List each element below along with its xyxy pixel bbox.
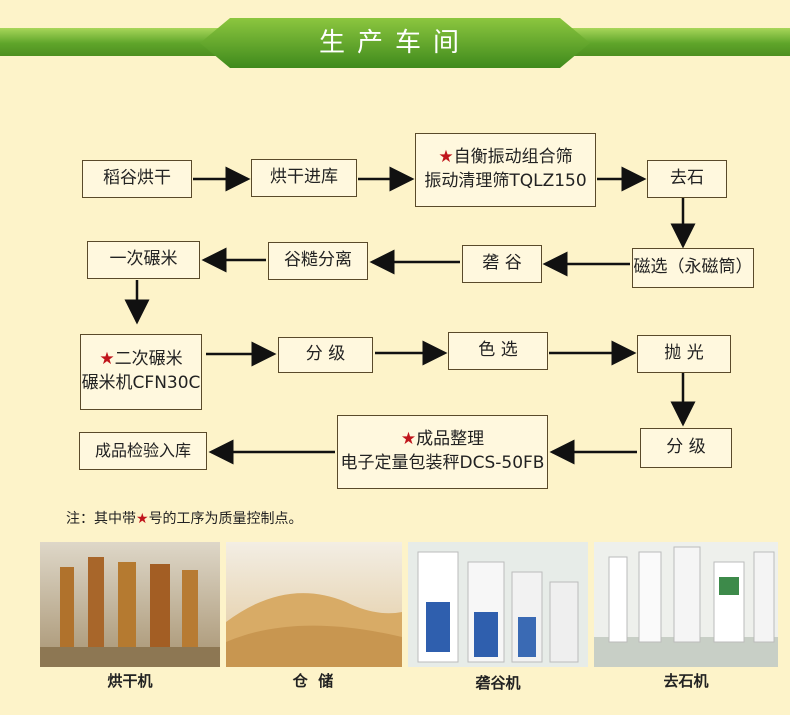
star-icon: ★ <box>136 511 149 527</box>
step-label: 谷糙分离 <box>284 250 352 271</box>
step-pack: ★成品整理 电子定量包装秤DCS-50FB <box>337 415 548 489</box>
step-separate: 谷糙分离 <box>268 242 368 280</box>
note-suffix: 号的工序为质量控制点。 <box>148 511 303 527</box>
step-label: 色 选 <box>478 340 518 361</box>
step-sieve: ★自衡振动组合筛 振动清理筛TQLZ150 <box>415 133 596 207</box>
step-grade1: 分 级 <box>278 337 373 373</box>
step-grade2: 分 级 <box>640 428 732 468</box>
step-mill1: 一次碾米 <box>87 241 200 279</box>
banner-tab <box>200 18 590 68</box>
photo-caption: 仓 储 <box>292 672 334 690</box>
step-label: 磁选（永磁筒） <box>633 257 753 278</box>
step-label-row: ★二次碾米 <box>99 348 182 372</box>
step-label: 稻谷烘干 <box>103 168 171 189</box>
step-label-row: ★自衡振动组合筛 <box>438 146 572 170</box>
step-label: 砻 谷 <box>482 253 522 274</box>
step-inspect: 成品检验入库 <box>79 432 207 470</box>
step-label: 振动清理筛TQLZ150 <box>424 171 587 191</box>
photo-storage <box>226 542 402 667</box>
photo-dryer <box>40 542 220 667</box>
step-dry-store: 烘干进库 <box>251 159 357 197</box>
step-label: 去石 <box>670 168 704 189</box>
photo-husker <box>408 542 588 667</box>
star-icon: ★ <box>438 147 454 168</box>
step-husk: 砻 谷 <box>462 245 542 283</box>
star-icon: ★ <box>400 429 417 450</box>
step-label: 分 级 <box>666 437 706 458</box>
step-label: 成品整理 <box>416 429 485 450</box>
step-label: 抛 光 <box>664 343 704 364</box>
step-label: 烘干进库 <box>270 167 338 188</box>
step-label: 成品检验入库 <box>94 440 191 460</box>
step-color-sort: 色 选 <box>448 332 548 370</box>
step-label: 二次碾米 <box>114 349 183 370</box>
step-mill2: ★二次碾米 碾米机CFN30C <box>80 334 202 410</box>
page-title: 生产车间 <box>318 28 471 58</box>
step-label: 电子定量包装秤DCS-50FB <box>340 453 545 473</box>
step-magnetic: 磁选（永磁筒） <box>632 248 754 288</box>
note-prefix: 注：其中带 <box>66 511 136 527</box>
section-banner: 生产车间 <box>0 18 790 68</box>
photo-caption: 砻谷机 <box>475 674 521 692</box>
step-polish: 抛 光 <box>637 335 731 373</box>
step-label: 碾米机CFN30C <box>81 373 201 393</box>
step-label-row: ★成品整理 <box>401 428 484 452</box>
photo-caption: 去石机 <box>663 672 709 690</box>
step-label: 分 级 <box>305 344 346 365</box>
photo-caption: 烘干机 <box>107 672 153 690</box>
star-icon: ★ <box>99 349 115 370</box>
quality-note: 注：其中带★号的工序为质量控制点。 <box>66 508 303 528</box>
step-label: 一次碾米 <box>109 249 178 270</box>
step-label: 自衡振动组合筛 <box>453 147 573 168</box>
step-destone: 去石 <box>647 160 727 198</box>
photo-destoner <box>594 542 778 667</box>
step-rice-drying: 稻谷烘干 <box>82 160 192 198</box>
